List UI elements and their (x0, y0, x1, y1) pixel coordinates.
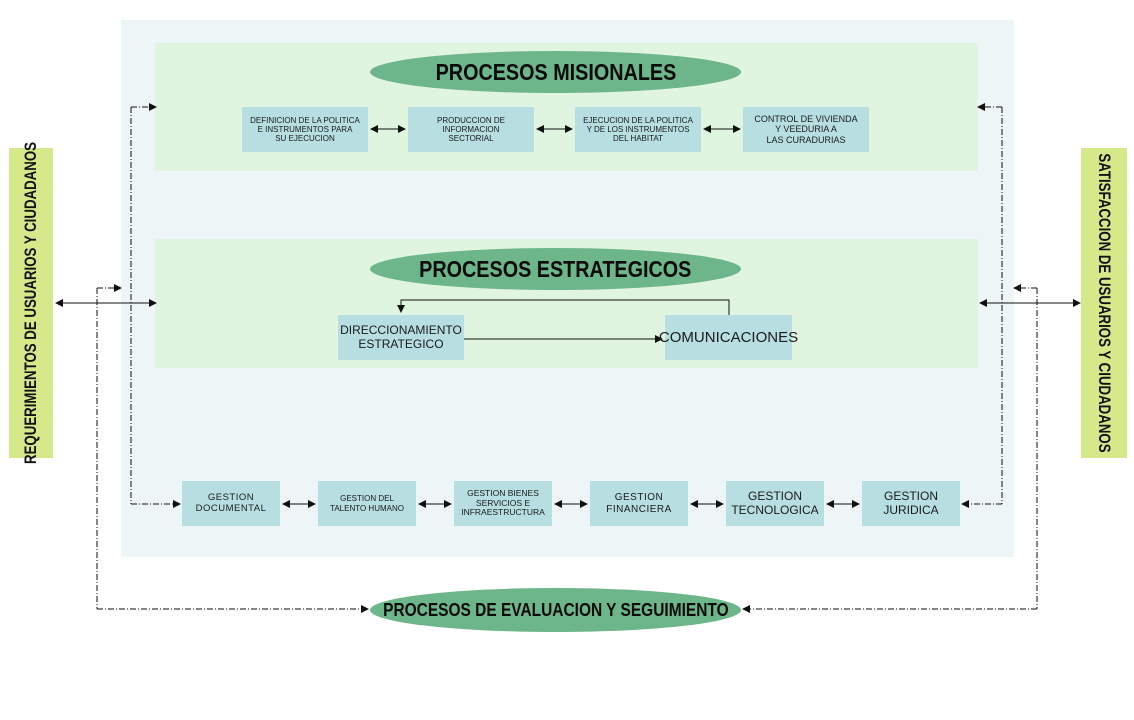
estrategicos-title-text: PROCESOS ESTRATEGICOS (419, 255, 692, 282)
ejecucion-politica-box: EJECUCION DE LA POLITICA Y DE LOS INSTRU… (575, 107, 701, 152)
gestion-tecnologica-box: GESTION TECNOLOGICA (726, 481, 824, 526)
satisfaccion-sidebar: SATISFACCION DE USUARIOS Y CIUDADANOS (1081, 148, 1127, 458)
gestion-financiera-box: GESTION FINANCIERA (590, 481, 688, 526)
gestion-documental-box: GESTION DOCUMENTAL (182, 481, 280, 526)
gestion-talento-humano-box: GESTION DEL TALENTO HUMANO (318, 481, 416, 526)
evaluacion-title-text: PROCESOS DE EVALUACION Y SEGUIMIENTO (382, 599, 729, 620)
requerimientos-sidebar: REQUERIMIENTOS DE USUARIOS Y CIUDADANOS (9, 142, 53, 464)
gestion-bienes-servicios-box: GESTION BIENES SERVICIOS E INFRAESTRUCTU… (454, 481, 552, 526)
misionales-title: PROCESOS MISIONALES (370, 51, 741, 93)
direccionamiento-estrategico-box: DIRECCIONAMIENTO ESTRATEGICO (338, 315, 464, 360)
misionales-title-text: PROCESOS MISIONALES (435, 58, 676, 85)
comunicaciones-box: COMUNICACIONES (659, 315, 798, 360)
control-vivienda-box: CONTROL DE VIVIENDA Y VEEDURIA A LAS CUR… (743, 107, 869, 152)
estrategicos-title: PROCESOS ESTRATEGICOS (370, 248, 741, 290)
gestion-juridica-box: GESTION JURIDICA (862, 481, 960, 526)
evaluacion-title: PROCESOS DE EVALUACION Y SEGUIMIENTO (370, 588, 741, 632)
definicion-politica-box: DEFINICION DE LA POLITICA E INSTRUMENTOS… (242, 107, 368, 152)
produccion-informacion-box: PRODUCCION DE INFORMACION SECTORIAL (408, 107, 534, 152)
